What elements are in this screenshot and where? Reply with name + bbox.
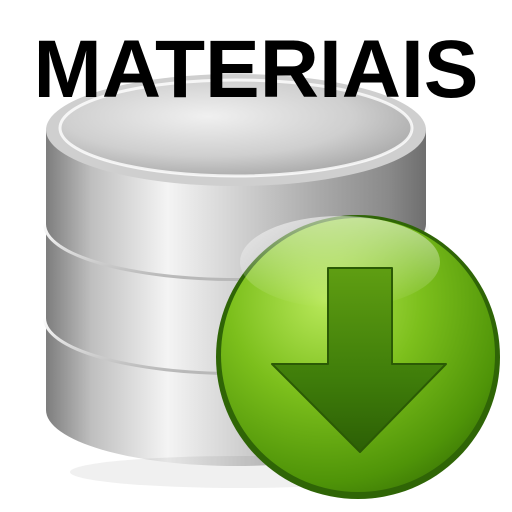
page-title: MATERIAIS xyxy=(33,24,479,115)
download-arrow-icon xyxy=(216,215,500,499)
